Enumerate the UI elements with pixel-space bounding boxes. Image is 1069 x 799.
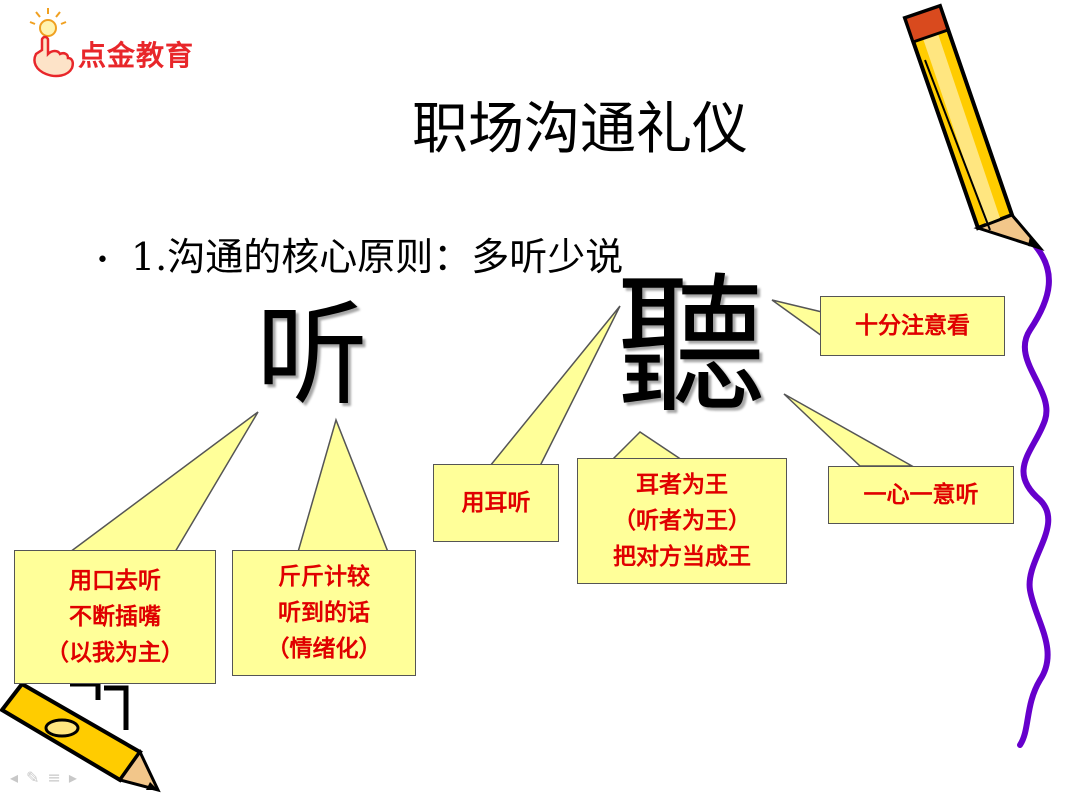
callout-line: （情绪化） — [266, 636, 382, 662]
callout-line: 用口去听 — [69, 568, 161, 594]
callout-line: 不断插嘴 — [69, 604, 161, 630]
pointer-mouth — [67, 411, 259, 553]
bullet-dot-icon: • — [96, 248, 109, 273]
wavy-line — [1017, 237, 1052, 748]
arrow-right-icon[interactable]: ▸ — [68, 768, 85, 787]
pointing-hand-lightbulb-icon — [29, 8, 75, 78]
callout-heart: 一心一意听 — [828, 466, 1014, 524]
callout-argue: 斤斤计较 听到的话 （情绪化） — [232, 550, 416, 676]
callout-line: 用耳听 — [461, 490, 531, 516]
callout-line: （听者为王） — [613, 508, 751, 534]
callout-king: 耳者为王 （听者为王） 把对方当成王 — [577, 458, 787, 584]
character-simplified: 听 — [256, 291, 368, 421]
pencil-top-right-icon — [902, 3, 1045, 252]
callout-eyes: 十分注意看 — [820, 296, 1005, 356]
callout-line: 把对方当成王 — [613, 544, 751, 570]
slide-title: 职场沟通礼仪 — [412, 97, 748, 162]
menu-icon[interactable]: ≡ — [47, 768, 69, 787]
callout-line: 十分注意看 — [855, 313, 970, 339]
pointer-heart — [783, 393, 915, 467]
pointer-eyes — [771, 299, 823, 338]
pen-icon[interactable]: ✎ — [26, 768, 48, 787]
pointer-king — [610, 431, 685, 461]
callout-line: 一心一意听 — [863, 482, 979, 508]
callout-line: （以我为主） — [46, 640, 184, 666]
pointer-argue — [297, 417, 390, 553]
callout-line: 听到的话 — [278, 600, 370, 626]
character-traditional: 聽 — [616, 260, 767, 434]
pencil-bottom-left-icon — [0, 681, 161, 793]
arrow-left-icon[interactable]: ◂ — [10, 768, 27, 787]
logo-text: 点金教育 — [78, 39, 195, 72]
callout-line: 耳者为王 — [636, 472, 728, 498]
callout-ear: 用耳听 — [433, 464, 559, 542]
bullet-text: 1.沟通的核心原则：多听少说 — [130, 235, 624, 279]
callout-mouth: 用口去听 不断插嘴 （以我为主） — [14, 550, 216, 684]
pointer-ear — [488, 305, 621, 467]
callout-line: 斤斤计较 — [278, 564, 370, 590]
bullet-point: • 1.沟通的核心原则：多听少说 — [96, 226, 623, 281]
slideshow-nav: ◂✎≡▸ — [10, 768, 85, 787]
